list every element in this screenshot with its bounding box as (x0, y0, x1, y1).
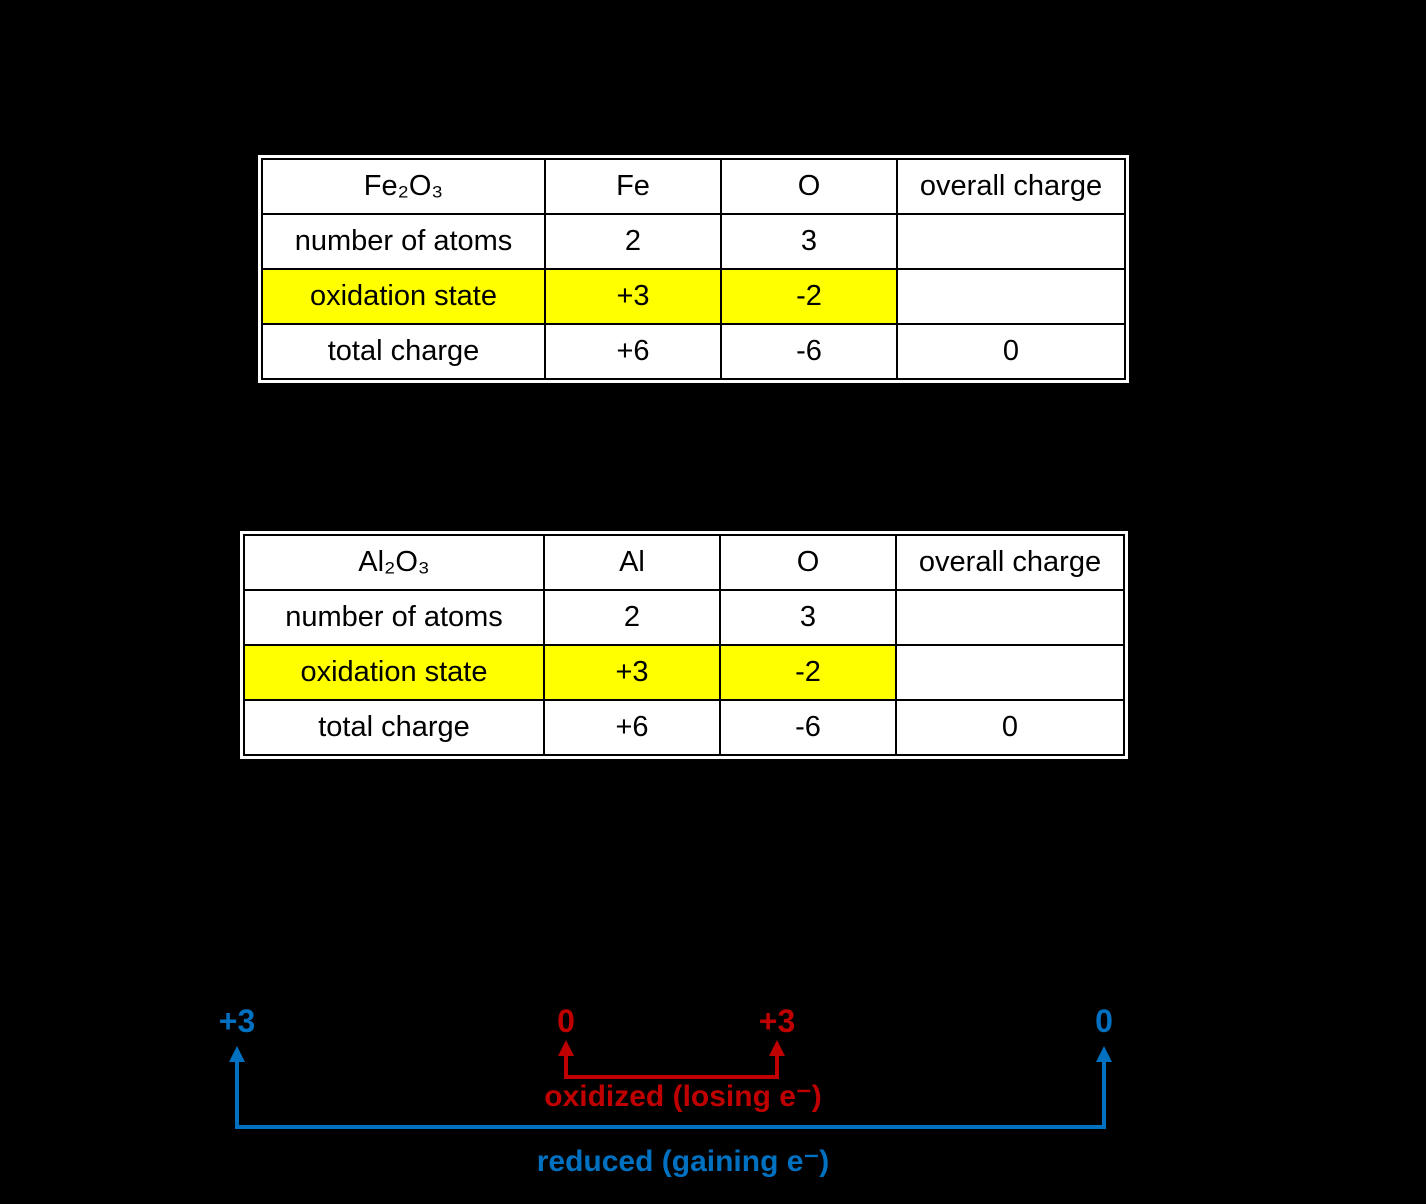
fe2o3-total-label-cell: total charge (261, 323, 546, 380)
al2o3-oxidation-label-cell: oxidation state (243, 644, 545, 701)
al2o3-atoms-label-cell: number of atoms (243, 589, 545, 646)
al2o3-total-label-cell: total charge (243, 699, 545, 756)
fe2o3-atoms-label-cell: number of atoms (261, 213, 546, 270)
fe2o3-overall-charge-header-cell: overall charge (896, 158, 1126, 215)
oxidation-state-fe-product: 0 (1095, 1003, 1113, 1039)
table-row-atoms: number of atoms 2 3 (261, 213, 1126, 270)
al2o3-element1-header-cell: Al (543, 534, 721, 591)
al2o3-element2-header-cell: O (719, 534, 897, 591)
fe2o3-element2-header-cell: O (720, 158, 898, 215)
al2o3-oxidation-al-cell: +3 (543, 644, 721, 701)
al2o3-oxidation-table: Al₂O₃ Al O overall charge number of atom… (243, 534, 1125, 756)
fe2o3-atoms-overall-cell (896, 213, 1126, 270)
al2o3-atoms-overall-cell (895, 589, 1125, 646)
reduced-label: reduced (gaining e⁻) (536, 1145, 830, 1178)
table-row-total-charge: total charge +6 -6 0 (261, 323, 1126, 380)
al2o3-atoms-o-cell: 3 (719, 589, 897, 646)
table-row-oxidation-state: oxidation state +3 -2 (243, 644, 1125, 701)
al2o3-formula-cell: Al₂O₃ (243, 534, 545, 591)
fe2o3-oxidation-table: Fe₂O₃ Fe O overall charge number of atom… (261, 158, 1126, 380)
oxidized-label: oxidized (losing e⁻) (544, 1080, 822, 1113)
table-row-total-charge: total charge +6 -6 0 (243, 699, 1125, 756)
fe2o3-oxidation-label-cell: oxidation state (261, 268, 546, 325)
fe2o3-oxidation-overall-cell (896, 268, 1126, 325)
al2o3-oxidation-overall-cell (895, 644, 1125, 701)
fe2o3-element1-header-cell: Fe (544, 158, 722, 215)
fe2o3-total-fe-cell: +6 (544, 323, 722, 380)
oxidized-arrowhead-left (558, 1040, 574, 1056)
al2o3-total-o-cell: -6 (719, 699, 897, 756)
fe2o3-total-o-cell: -6 (720, 323, 898, 380)
fe2o3-oxidation-fe-cell: +3 (544, 268, 722, 325)
oxidized-arrowhead-right (769, 1040, 785, 1056)
reduced-arrowhead-left (229, 1046, 245, 1062)
oxidation-state-al-product: +3 (758, 1003, 796, 1039)
al2o3-atoms-al-cell: 2 (543, 589, 721, 646)
fe2o3-total-overall-cell: 0 (896, 323, 1126, 380)
table-row-oxidation-state: oxidation state +3 -2 (261, 268, 1126, 325)
reduced-arrowhead-right (1096, 1046, 1112, 1062)
al2o3-oxidation-o-cell: -2 (719, 644, 897, 701)
fe2o3-atoms-o-cell: 3 (720, 213, 898, 270)
oxidation-state-fe-reactant: +3 (218, 1003, 256, 1039)
table-al2o3: Al₂O₃ Al O overall charge number of atom… (240, 531, 1128, 759)
table-row-header: Fe₂O₃ Fe O overall charge (261, 158, 1126, 215)
oxidized-bracket-line (564, 1053, 779, 1079)
fe2o3-oxidation-o-cell: -2 (720, 268, 898, 325)
fe2o3-atoms-fe-cell: 2 (544, 213, 722, 270)
table-row-header: Al₂O₃ Al O overall charge (243, 534, 1125, 591)
al2o3-overall-charge-header-cell: overall charge (895, 534, 1125, 591)
al2o3-total-al-cell: +6 (543, 699, 721, 756)
table-row-atoms: number of atoms 2 3 (243, 589, 1125, 646)
table-fe2o3: Fe₂O₃ Fe O overall charge number of atom… (258, 155, 1129, 383)
al2o3-total-overall-cell: 0 (895, 699, 1125, 756)
oxidation-state-al-reactant: 0 (557, 1003, 575, 1039)
fe2o3-formula-cell: Fe₂O₃ (261, 158, 546, 215)
